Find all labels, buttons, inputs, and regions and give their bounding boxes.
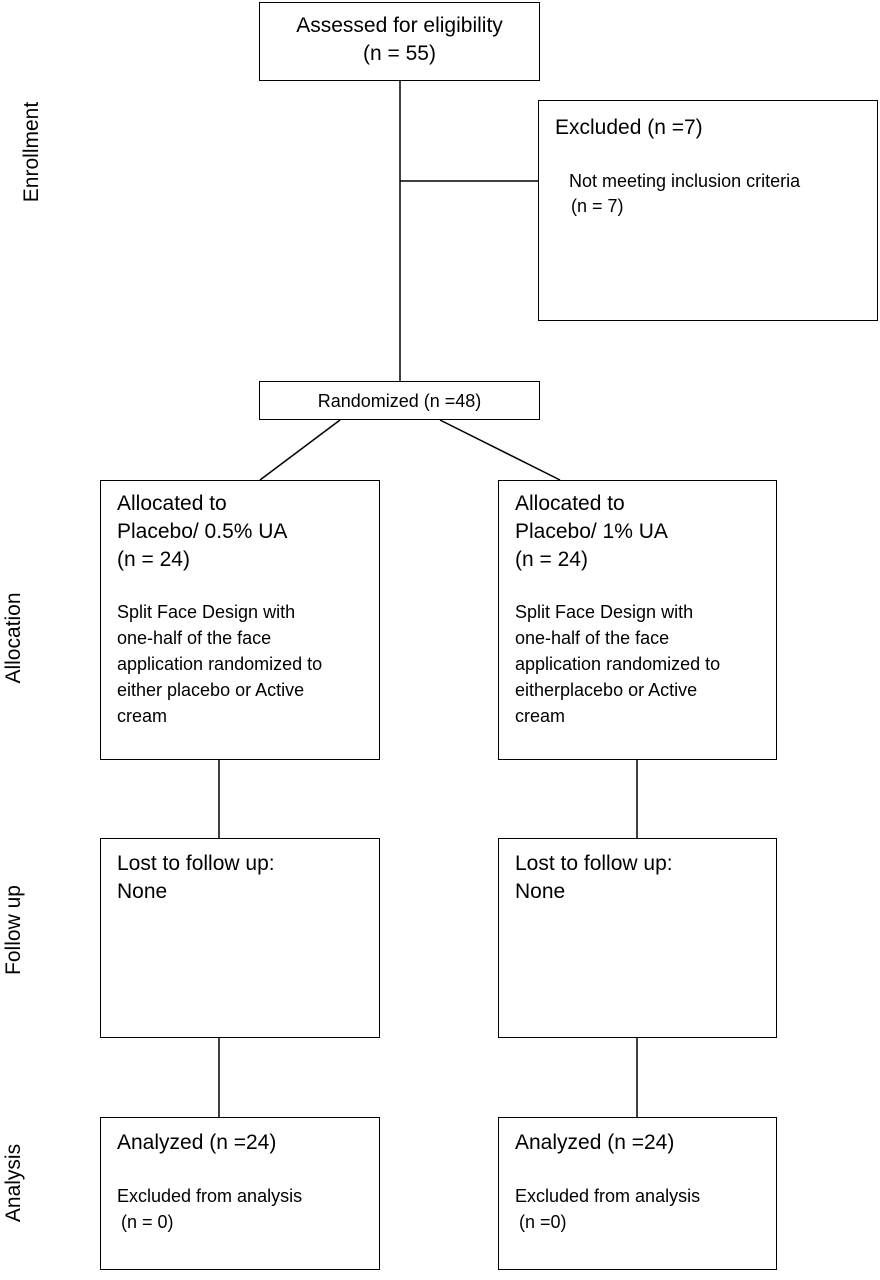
- connector-randomized-right: [439, 419, 561, 481]
- allocation-left-desc-3: application randomized to: [117, 654, 323, 674]
- allocation-right-desc-5: cream: [515, 706, 566, 726]
- allocation-left-desc-2: one-half of the face: [117, 628, 272, 648]
- allocation-right-desc-2: one-half of the face: [515, 628, 670, 648]
- excluded-box: Excluded (n =7) Not meeting inclusion cr…: [538, 100, 878, 321]
- analysis-right-excluded-count: (n =0): [519, 1212, 567, 1232]
- analysis-left-excluded: Excluded from analysis: [117, 1186, 303, 1206]
- analysis-left-box: Analyzed (n =24) Excluded from analysis …: [100, 1117, 380, 1270]
- allocation-left-line1: Allocated to: [117, 492, 227, 515]
- followup-left-value: None: [117, 880, 168, 903]
- allocation-left-desc-1: Split Face Design with: [117, 602, 296, 622]
- excluded-title: Excluded (n =7): [555, 116, 703, 139]
- excluded-reason: Not meeting inclusion criteria: [569, 171, 801, 191]
- allocation-left-desc-5: cream: [117, 706, 168, 726]
- allocation-right-box: Allocated to Placebo/ 1% UA (n = 24) Spl…: [498, 480, 777, 760]
- followup-left-title: Lost to follow up:: [117, 852, 275, 875]
- analysis-right-title: Analyzed (n =24): [515, 1131, 675, 1154]
- analysis-right-excluded: Excluded from analysis: [515, 1186, 701, 1206]
- followup-right-value: None: [515, 880, 566, 903]
- allocation-left-count: (n = 24): [117, 548, 190, 571]
- followup-right-title: Lost to follow up:: [515, 852, 673, 875]
- allocation-right-desc-4: eitherplacebo or Active: [515, 680, 698, 700]
- allocation-left-box: Allocated to Placebo/ 0.5% UA (n = 24) S…: [100, 480, 380, 760]
- allocation-left-desc-4: either placebo or Active: [117, 680, 305, 700]
- randomized-label: Randomized (n =48): [317, 391, 482, 411]
- allocation-right-line1: Allocated to: [515, 492, 625, 515]
- allocation-right-desc-1: Split Face Design with: [515, 602, 694, 622]
- stage-label-enrollment: Enrollment: [20, 101, 43, 203]
- stage-label-allocation: Allocation: [2, 592, 25, 684]
- allocation-right-count: (n = 24): [515, 548, 588, 571]
- stage-label-analysis: Analysis: [2, 1143, 25, 1223]
- randomized-box: Randomized (n =48): [259, 381, 540, 420]
- assessed-box: Assessed for eligibility (n = 55): [259, 2, 540, 81]
- assessed-count: (n = 55): [363, 42, 436, 65]
- analysis-left-title: Analyzed (n =24): [117, 1131, 277, 1154]
- stage-label-follow-up: Follow up: [2, 885, 25, 975]
- followup-right-box: Lost to follow up: None: [498, 838, 777, 1038]
- excluded-reason-count: (n = 7): [571, 196, 624, 216]
- assessed-label: Assessed for eligibility: [296, 14, 503, 37]
- allocation-left-line2: Placebo/ 0.5% UA: [117, 520, 288, 543]
- followup-left-box: Lost to follow up: None: [100, 838, 380, 1038]
- analysis-left-excluded-count: (n = 0): [121, 1212, 174, 1232]
- allocation-right-line2: Placebo/ 1% UA: [515, 520, 668, 543]
- connector-randomized-left: [259, 419, 341, 481]
- allocation-right-desc-3: application randomized to: [515, 654, 721, 674]
- analysis-right-box: Analyzed (n =24) Excluded from analysis …: [498, 1117, 777, 1270]
